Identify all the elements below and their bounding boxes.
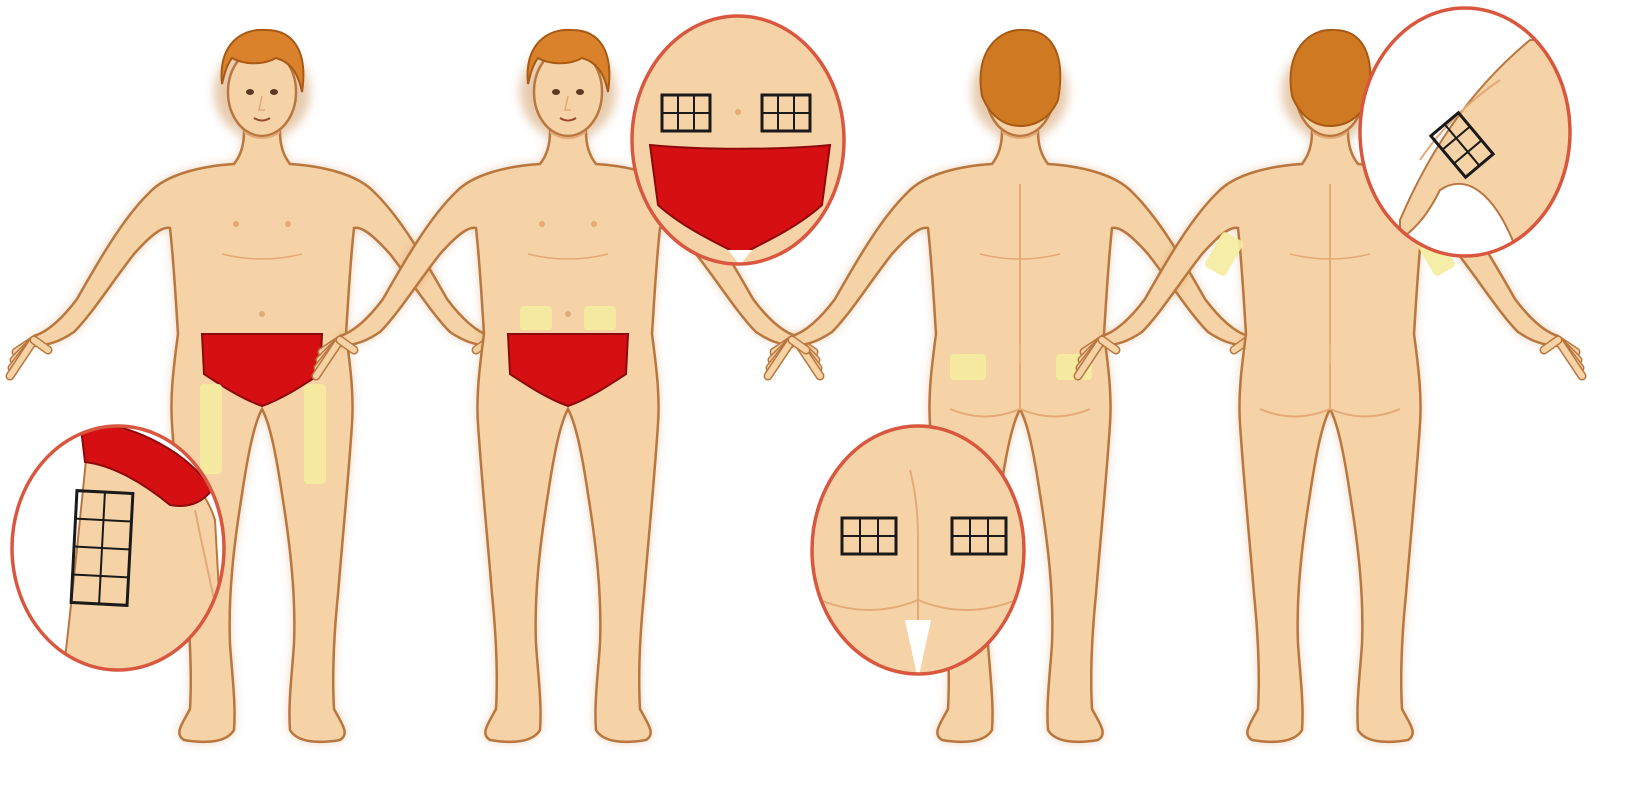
hair xyxy=(981,30,1061,126)
hair xyxy=(1291,30,1371,126)
site-upper-buttock-left xyxy=(950,354,986,380)
site-abdomen-left xyxy=(520,306,552,330)
upper-arm-zoom-inset xyxy=(1360,8,1600,260)
site-abdomen-right xyxy=(584,306,616,330)
site-outer-thigh-left xyxy=(200,384,222,474)
site-outer-thigh-right xyxy=(304,384,326,484)
